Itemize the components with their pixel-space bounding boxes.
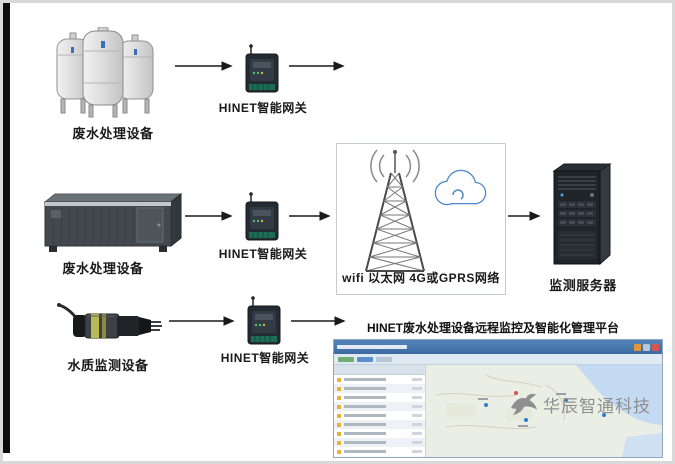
map-graphic xyxy=(435,365,662,457)
platform-device-list xyxy=(334,365,426,457)
device-list-row xyxy=(334,411,425,420)
device-label-2: 废水处理设备 xyxy=(62,261,144,276)
platform-title: HINET废水处理设备远程监控及智能化管理平台 xyxy=(366,321,619,335)
water-quality-sensor-image xyxy=(57,303,162,339)
platform-toolbar xyxy=(334,354,662,365)
device-label-1: 废水处理设备 xyxy=(72,126,154,141)
wastewater-tanks-image xyxy=(56,27,154,118)
device-list-row xyxy=(334,375,425,384)
platform-body xyxy=(334,365,662,457)
gateway-label-1: HINET智能网关 xyxy=(218,101,308,115)
toolbar-chip xyxy=(357,356,373,362)
device-list-row xyxy=(334,393,425,402)
gateway-label-3: HINET智能网关 xyxy=(220,351,310,365)
device-list-row xyxy=(334,447,425,456)
gateway-image-3 xyxy=(247,296,281,345)
toolbar-chip xyxy=(338,356,354,362)
server-label: 监测服务器 xyxy=(549,278,617,293)
bird-logo-icon xyxy=(511,393,537,416)
device-list-row xyxy=(334,438,425,447)
watermark: 华辰智通科技 xyxy=(509,391,651,417)
device-list-row xyxy=(334,402,425,411)
gateway-image-1 xyxy=(245,44,279,93)
minimize-icon xyxy=(634,343,641,351)
signal-waves-icon xyxy=(370,149,420,183)
network-box xyxy=(336,143,506,295)
radio-tower-icon xyxy=(365,149,425,272)
gateway-image-2 xyxy=(245,192,279,241)
toolbar-chip xyxy=(376,356,392,362)
platform-map xyxy=(426,365,662,457)
device-label-3: 水质监测设备 xyxy=(67,358,149,373)
maximize-icon xyxy=(643,343,650,351)
network-label: wifi 以太网 4G或GPRS网络 xyxy=(342,271,500,285)
device-list-row xyxy=(334,384,425,393)
watermark-text: 华辰智通科技 xyxy=(543,396,651,416)
platform-titlebar xyxy=(334,340,662,354)
cloud-icon xyxy=(434,169,487,206)
platform-screenshot xyxy=(333,339,663,458)
window-buttons xyxy=(634,343,659,351)
left-black-bar xyxy=(3,3,10,453)
wastewater-container-image xyxy=(43,192,183,252)
monitoring-server-image xyxy=(552,163,612,266)
close-icon xyxy=(652,343,659,351)
device-list-row xyxy=(334,420,425,429)
device-list-header xyxy=(334,365,425,375)
gateway-label-2: HINET智能网关 xyxy=(218,247,308,261)
titlebar-text-placeholder xyxy=(337,345,407,349)
device-list-row xyxy=(334,429,425,438)
